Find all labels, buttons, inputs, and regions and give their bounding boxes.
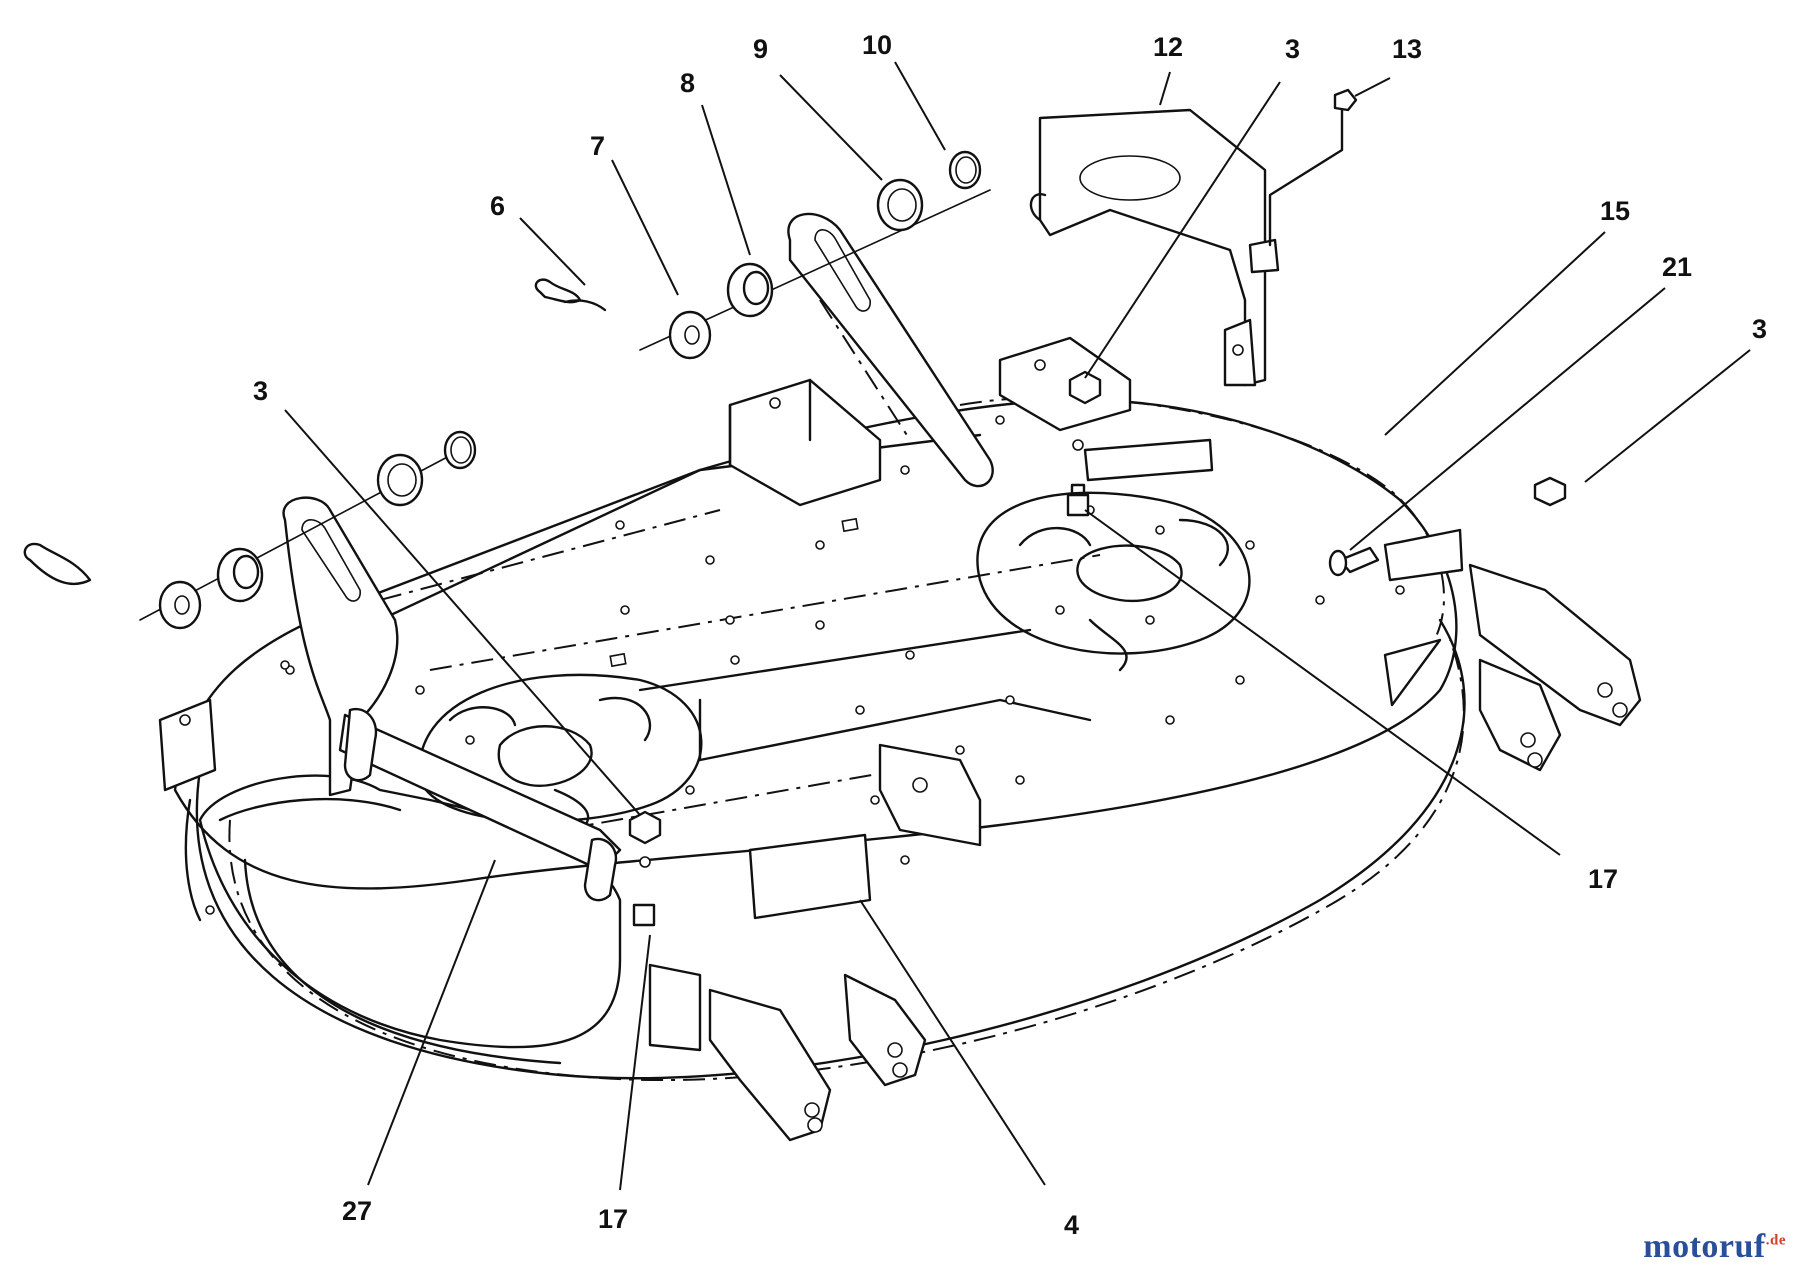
watermark-suffix: .de <box>1765 1232 1786 1249</box>
callout-27: 27 <box>342 1196 372 1226</box>
leader-lines <box>284 61 1751 1191</box>
deck-holes <box>205 415 1405 915</box>
front-hardware-stack <box>23 430 477 630</box>
callout-labels: 12 3 13 10 9 8 7 6 15 21 3 3 17 27 17 4 <box>253 30 1767 1240</box>
callout-17-bottom: 17 <box>598 1204 628 1234</box>
callout-13: 13 <box>1392 34 1422 64</box>
callout-7: 7 <box>590 131 605 161</box>
callout-3-top: 3 <box>1285 34 1300 64</box>
callout-6: 6 <box>490 191 505 221</box>
callout-3-right: 3 <box>1752 314 1767 344</box>
callout-15: 15 <box>1600 196 1630 226</box>
deck-brackets <box>158 336 1132 847</box>
callout-12: 12 <box>1153 32 1183 62</box>
callout-8: 8 <box>680 68 695 98</box>
fasteners <box>628 88 1567 927</box>
hitch-links <box>648 563 1642 1142</box>
motoruf-watermark: motoruf.de <box>1643 1228 1786 1266</box>
callout-9: 9 <box>753 34 768 64</box>
rear-hardware-stack <box>534 150 991 360</box>
callout-3-left: 3 <box>253 376 268 406</box>
callout-10: 10 <box>862 30 892 60</box>
discharge-deflector <box>1029 108 1280 387</box>
callout-17-right: 17 <box>1588 864 1618 894</box>
adjustment-arms <box>282 212 994 902</box>
watermark-text: motoruf <box>1643 1228 1766 1265</box>
callout-4: 4 <box>1064 1210 1079 1240</box>
callout-21: 21 <box>1662 252 1692 282</box>
deck-housing <box>173 396 1466 1082</box>
